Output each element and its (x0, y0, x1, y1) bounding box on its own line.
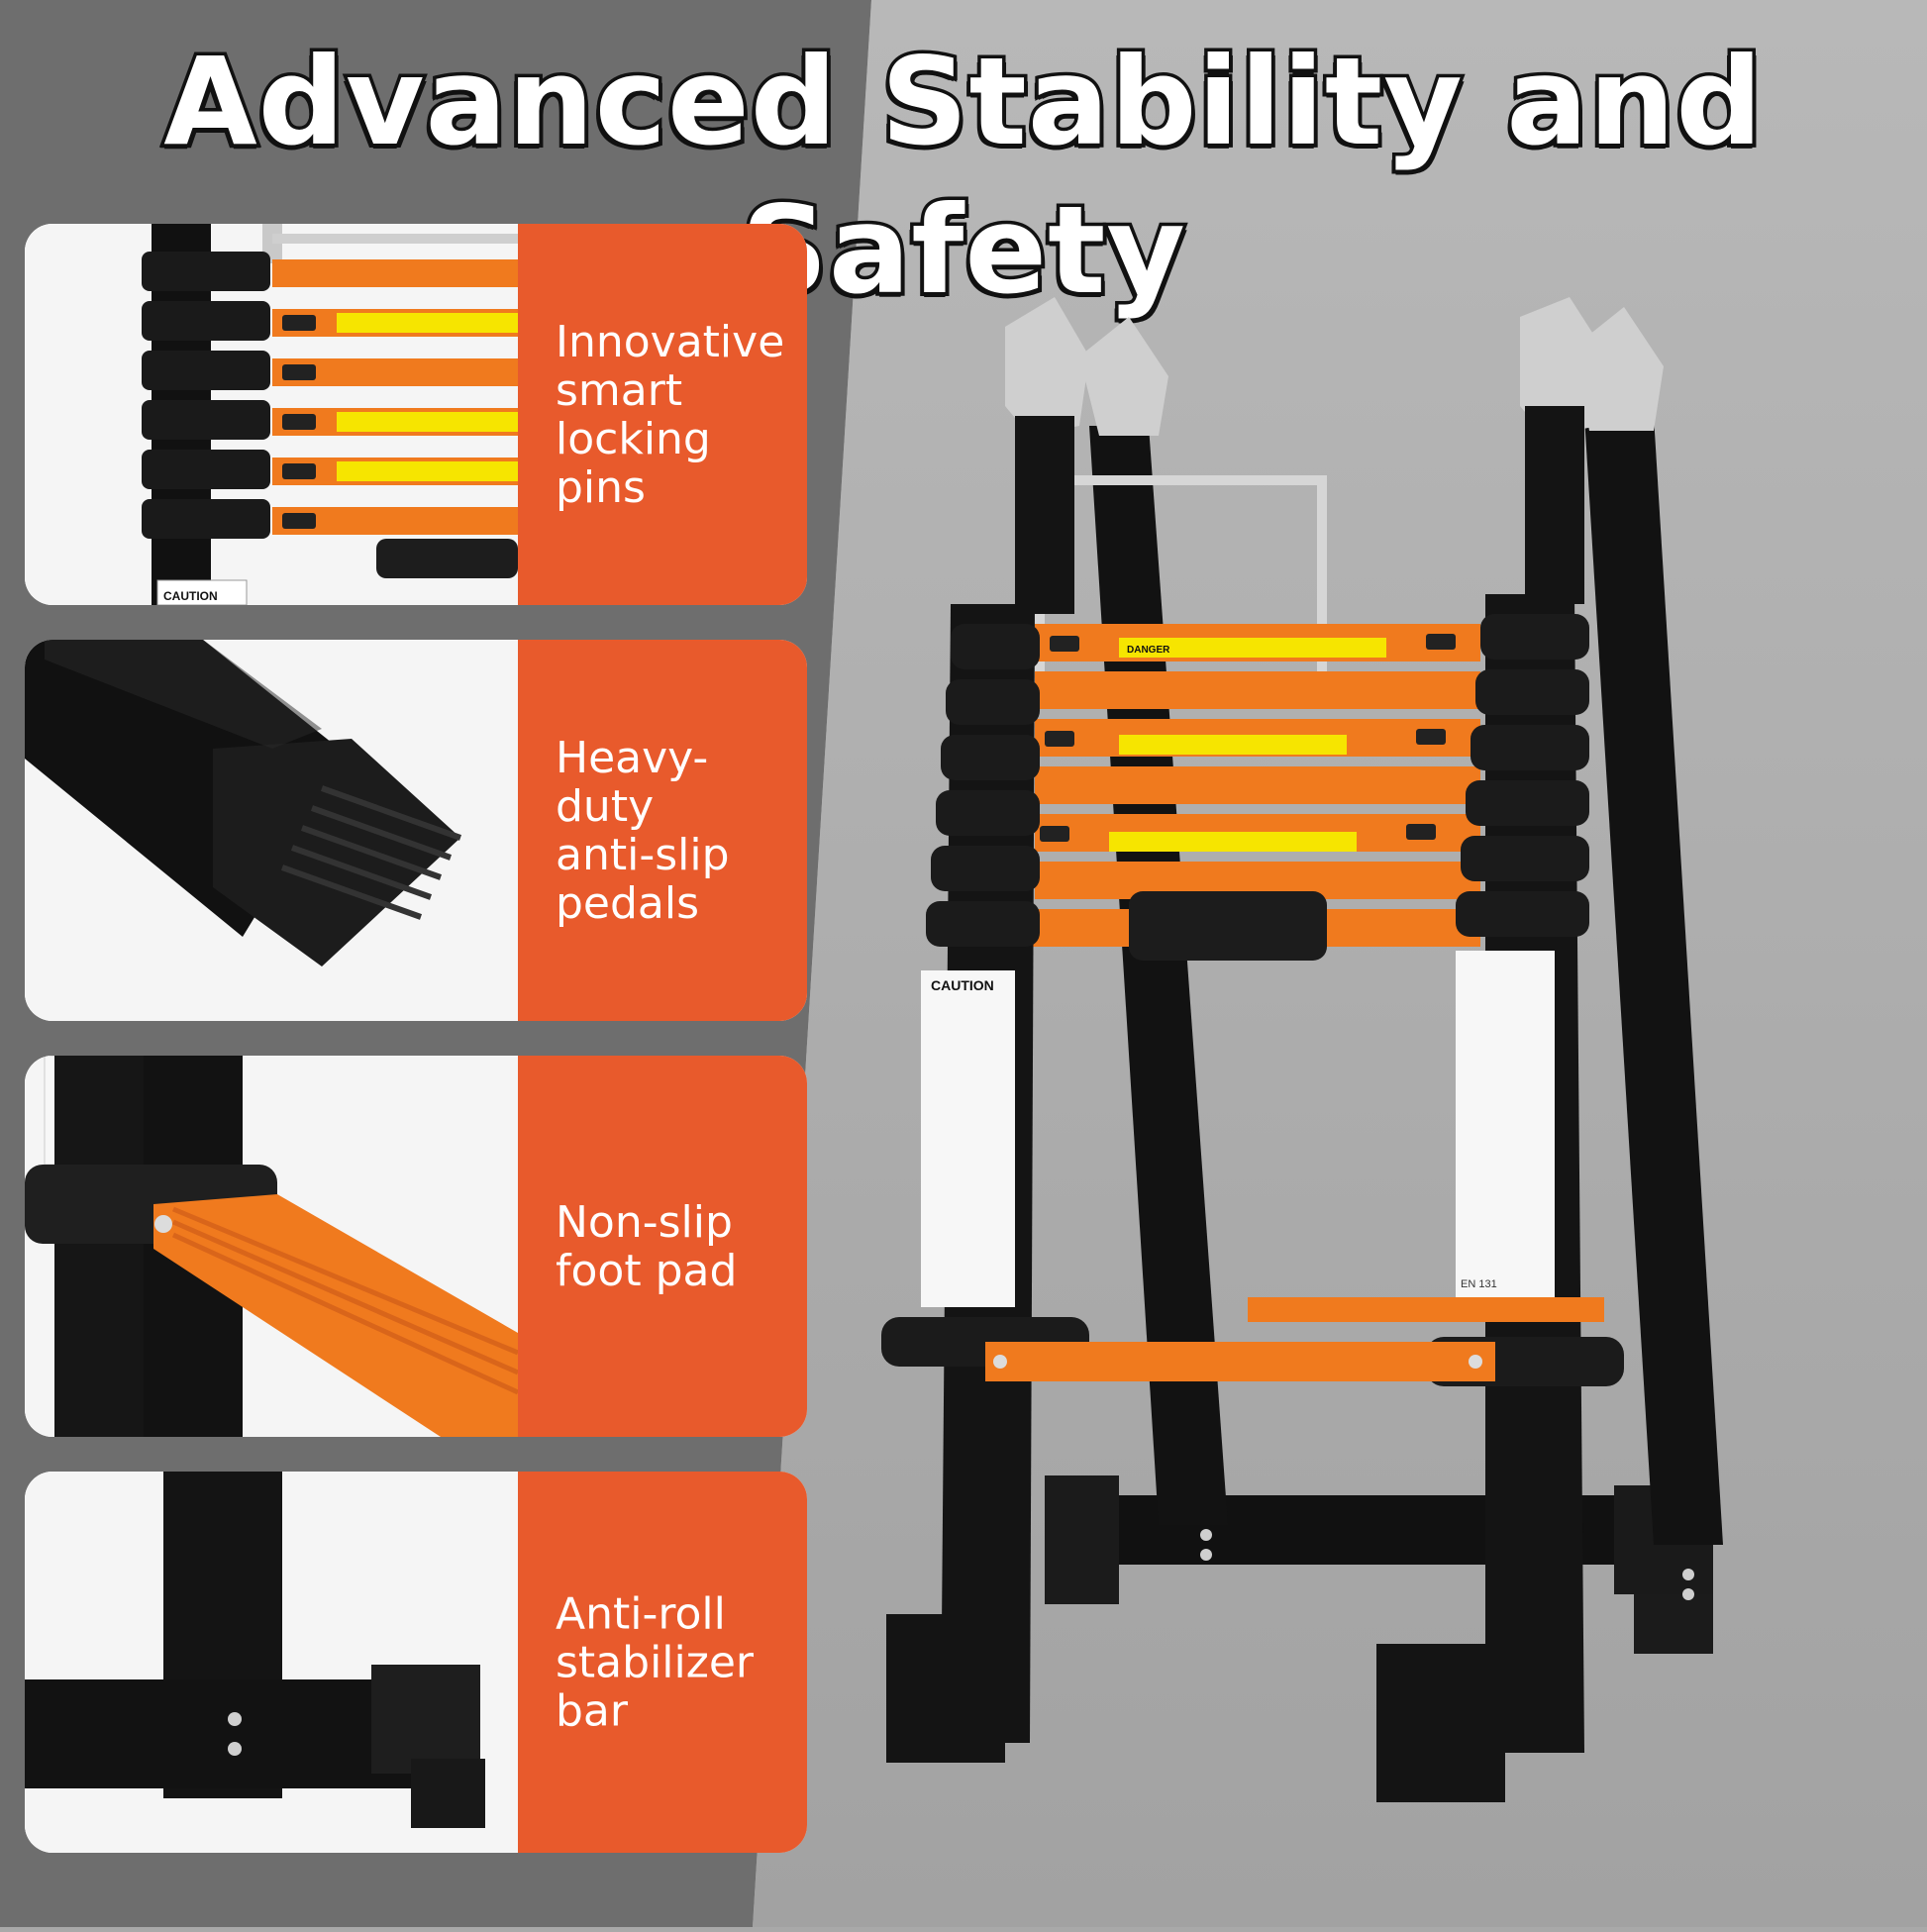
locking-pins-photo: CAUTION (25, 224, 518, 605)
feature-text-anti-slip-pedals: Heavy-duty anti-slip pedals (556, 732, 730, 929)
ladder-product-image: DANGER CAUTION (792, 297, 1927, 1927)
foot-cap-photo (25, 640, 518, 1021)
feature-card-anti-slip-pedals: Heavy-duty anti-slip pedals (25, 640, 807, 1021)
standard-label: EN 131 (1461, 1278, 1497, 1290)
feature-label-panel: Anti-roll stabilizer bar (518, 1472, 807, 1853)
caution-sticker: CAUTION (931, 977, 994, 993)
stabilizer-bar-photo (25, 1472, 518, 1853)
feature-text-stabilizer-bar: Anti-roll stabilizer bar (556, 1588, 754, 1736)
feature-text-foot-pad: Non-slip foot pad (556, 1196, 738, 1296)
feature-card-stabilizer-bar: Anti-roll stabilizer bar (25, 1472, 807, 1853)
feature-label-panel: Heavy-duty anti-slip pedals (518, 640, 807, 1021)
svg-text:CAUTION: CAUTION (163, 589, 218, 603)
feature-card-locking-pins: CAUTION Innovative smart locking pins (25, 224, 807, 605)
feature-card-foot-pad: Non-slip foot pad (25, 1056, 807, 1437)
headline: Advanced Stability and Safety (160, 29, 1766, 325)
rung-photo (25, 1056, 518, 1437)
feature-label-panel: Non-slip foot pad (518, 1056, 807, 1437)
feature-label-panel: Innovative smart locking pins (518, 224, 807, 605)
danger-sticker: DANGER (1127, 645, 1170, 656)
feature-text-locking-pins: Innovative smart locking pins (556, 316, 785, 513)
